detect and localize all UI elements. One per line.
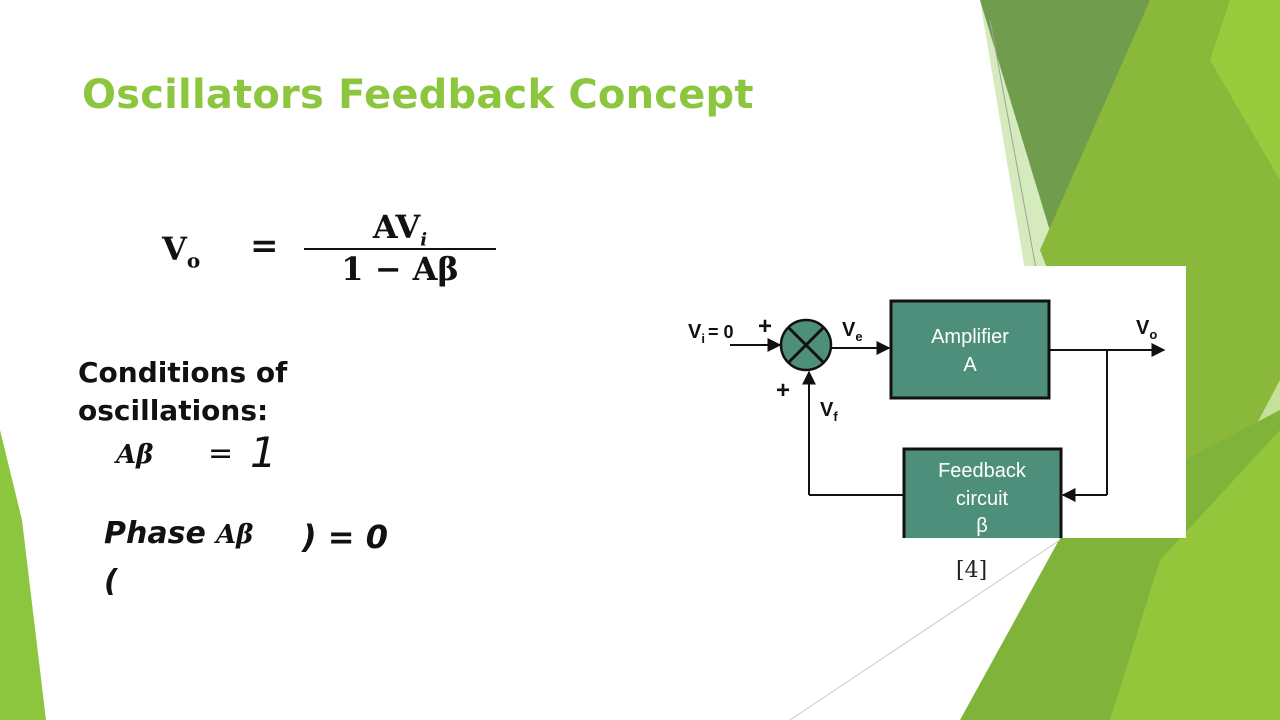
fraction-bar: [304, 248, 496, 250]
gain-equation: Vo = AVi 1 − Aβ: [162, 208, 502, 288]
feedback-block-diagram: Vi= 0 + + Ve Amplifier A Vo Feedback cir…: [686, 266, 1186, 538]
condition-equals: =: [208, 436, 234, 471]
bg-shape-right-bright: [1210, 0, 1280, 180]
feedback-signal-label: Vf: [820, 399, 838, 424]
equation-fraction: AVi 1 − Aβ: [302, 208, 498, 288]
citation: [4]: [956, 558, 988, 583]
loop-gain-symbol: Aβ: [116, 440, 154, 470]
bg-shape-right-mid: [980, 0, 1150, 330]
equation-equals: =: [250, 226, 279, 266]
slide-title: Oscillators Feedback Concept: [82, 72, 754, 118]
bg-shape-bottom-bright: [1110, 430, 1280, 720]
feedback-label-1: Feedback: [938, 460, 1027, 482]
phase-loop-gain-symbol: Aβ: [216, 520, 254, 550]
feedback-label-2: circuit: [956, 488, 1009, 510]
conditions-heading: Conditions of oscillations:: [78, 356, 288, 427]
feedback-block: [902, 447, 1063, 538]
output-label: Vo: [1136, 317, 1157, 342]
summing-junction-icon: [779, 318, 833, 372]
bg-thin-line-1: [989, 19, 1041, 291]
phase-label: Phase: [104, 516, 206, 551]
bg-shape-left-strip: [0, 430, 46, 720]
equation-lhs: Vo: [162, 230, 201, 273]
equation-denominator: 1 − Aβ: [341, 250, 459, 288]
condition-phase: Phase ( Aβ ) = 0: [104, 512, 424, 612]
phase-equals-zero: ) = 0: [302, 518, 388, 556]
amplifier-label: Amplifier: [931, 326, 1009, 348]
equation-numerator: AVi: [372, 208, 428, 251]
amplifier-gain: A: [963, 354, 977, 376]
amplifier-block: [889, 299, 1051, 400]
phase-open-paren: (: [104, 564, 118, 599]
feedback-label-3: β: [976, 515, 988, 537]
bg-thin-line-2: [789, 539, 1061, 720]
error-label: Ve: [842, 319, 863, 344]
condition-value: 1: [250, 428, 277, 477]
plus-top: +: [758, 313, 772, 340]
input-label: Vi= 0: [688, 321, 734, 346]
plus-left: +: [776, 377, 790, 404]
